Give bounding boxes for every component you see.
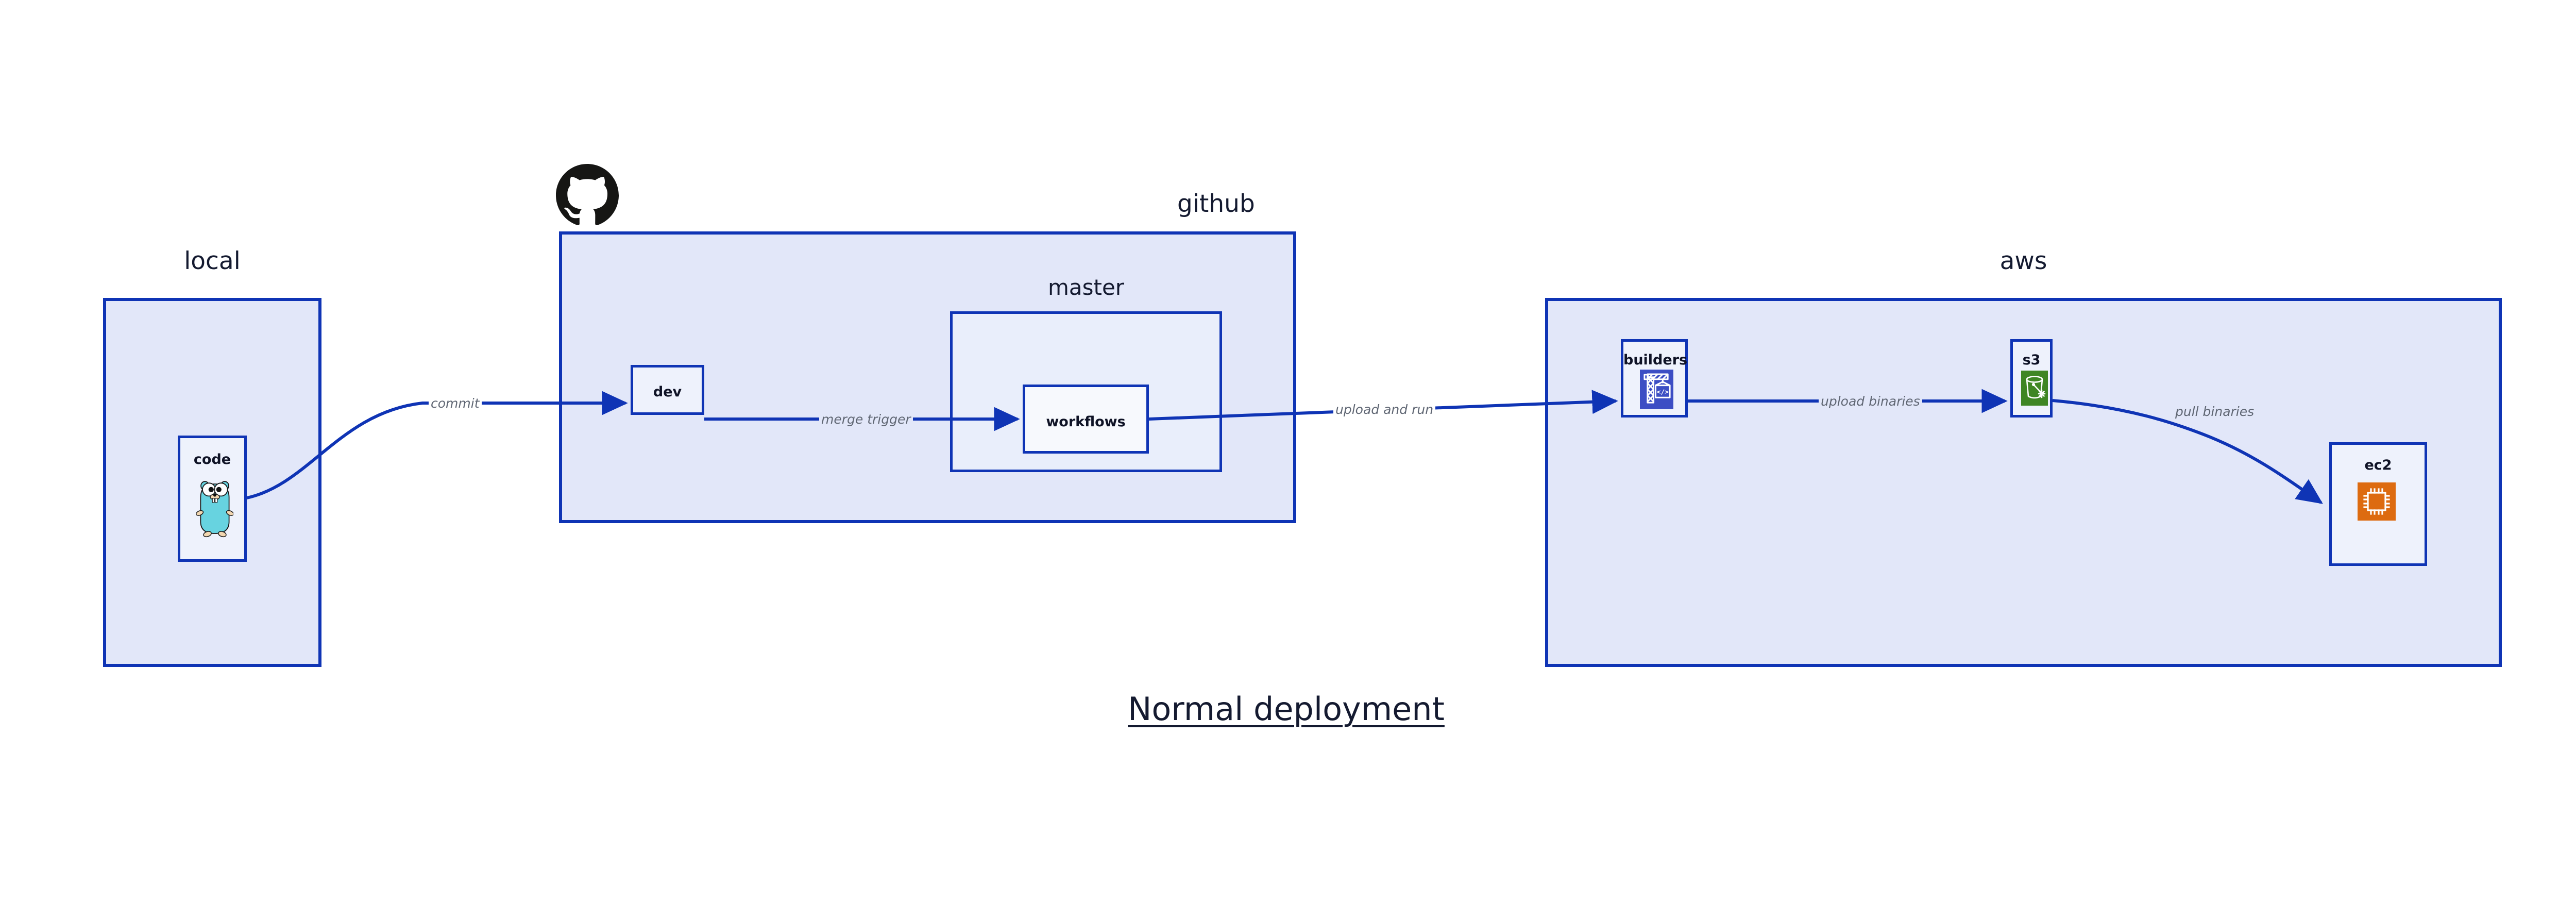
diagram-title: Normal deployment bbox=[1128, 690, 1445, 728]
zone-label-aws: aws bbox=[1999, 247, 2047, 275]
aws-codebuild-icon: </> bbox=[1640, 370, 1673, 409]
zone-label-local: local bbox=[184, 247, 241, 275]
svg-text:</>: </> bbox=[1657, 388, 1669, 396]
node-label-code: code bbox=[193, 452, 231, 467]
node-label-builders: builders bbox=[1623, 352, 1688, 368]
aws-ec2-icon bbox=[2358, 482, 2396, 521]
node-label-dev: dev bbox=[653, 384, 682, 400]
node-workflows[interactable]: workflows bbox=[1023, 385, 1149, 454]
aws-s3-icon bbox=[2021, 371, 2048, 406]
node-code[interactable]: code bbox=[178, 436, 247, 562]
edge-label-upload-and-run: upload and run bbox=[1333, 403, 1436, 416]
edge-label-merge-trigger: merge trigger bbox=[819, 413, 913, 426]
node-label-s3: s3 bbox=[2022, 352, 2041, 368]
node-ec2[interactable]: ec2 bbox=[2329, 442, 2427, 566]
github-octocat-icon bbox=[556, 164, 619, 227]
node-label-ec2: ec2 bbox=[2364, 457, 2392, 473]
edge-label-pull-binaries: pull binaries bbox=[2173, 405, 2257, 418]
node-dev[interactable]: dev bbox=[631, 365, 704, 415]
edge-label-upload-binaries: upload binaries bbox=[1819, 395, 1922, 408]
zone-label-master: master bbox=[1047, 275, 1125, 300]
node-label-workflows: workflows bbox=[1046, 414, 1126, 430]
node-s3[interactable]: s3 bbox=[2010, 339, 2053, 417]
zone-label-github: github bbox=[1177, 190, 1255, 218]
go-gopher-icon bbox=[196, 478, 233, 539]
node-builders[interactable]: builders < bbox=[1621, 339, 1688, 417]
edge-label-commit: commit bbox=[429, 397, 482, 410]
